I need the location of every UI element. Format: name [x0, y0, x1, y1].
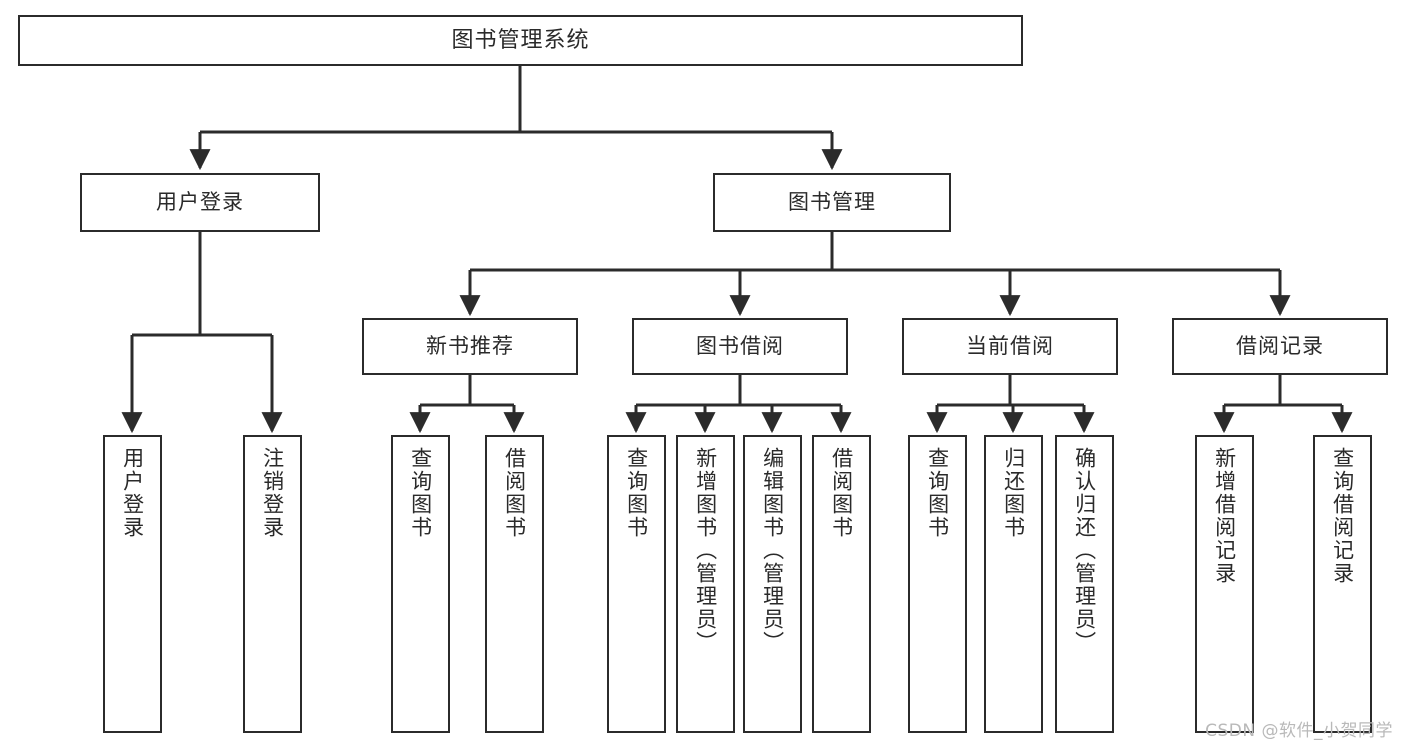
node-current-borrowing[interactable]: 当前借阅	[902, 318, 1118, 375]
node-label: 借阅图书	[502, 447, 527, 539]
node-label: 查询图书	[925, 447, 950, 539]
node-label: 归还图书	[1001, 447, 1026, 539]
leaf-query-book-2[interactable]: 查询图书	[607, 435, 666, 733]
leaf-query-book-3[interactable]: 查询图书	[908, 435, 967, 733]
node-label: 借阅记录	[1236, 334, 1324, 359]
leaf-add-borrow-record[interactable]: 新增借阅记录	[1195, 435, 1254, 733]
leaf-confirm-return[interactable]: 确认归还（管理员）	[1055, 435, 1114, 733]
node-book-management[interactable]: 图书管理	[713, 173, 951, 232]
node-user-login[interactable]: 用户登录	[80, 173, 320, 232]
node-book-borrowing[interactable]: 图书借阅	[632, 318, 848, 375]
node-label: 注销登录	[260, 447, 285, 539]
leaf-borrow-book-1[interactable]: 借阅图书	[485, 435, 544, 733]
node-label: 图书管理	[788, 190, 876, 215]
node-label: 新增图书（管理员）	[693, 447, 718, 654]
leaf-edit-book[interactable]: 编辑图书（管理员）	[743, 435, 802, 733]
leaf-borrow-book-2[interactable]: 借阅图书	[812, 435, 871, 733]
node-label: 查询图书	[624, 447, 649, 539]
leaf-user-login[interactable]: 用户登录	[103, 435, 162, 733]
leaf-return-book[interactable]: 归还图书	[984, 435, 1043, 733]
node-book-management-system[interactable]: 图书管理系统	[18, 15, 1023, 66]
node-label: 用户登录	[120, 447, 145, 539]
node-label: 编辑图书（管理员）	[760, 447, 785, 654]
node-label: 新增借阅记录	[1212, 447, 1237, 585]
node-label: 用户登录	[156, 190, 244, 215]
node-label: 查询借阅记录	[1330, 447, 1355, 585]
leaf-logout[interactable]: 注销登录	[243, 435, 302, 733]
node-borrowing-record[interactable]: 借阅记录	[1172, 318, 1388, 375]
node-label: 图书管理系统	[451, 27, 590, 53]
leaf-query-borrow-record[interactable]: 查询借阅记录	[1313, 435, 1372, 733]
node-label: 确认归还（管理员）	[1072, 447, 1097, 654]
leaf-add-book[interactable]: 新增图书（管理员）	[676, 435, 735, 733]
node-label: 当前借阅	[966, 334, 1054, 359]
node-label: 新书推荐	[426, 334, 514, 359]
node-label: 图书借阅	[696, 334, 784, 359]
node-label: 借阅图书	[829, 447, 854, 539]
csdn-watermark: CSDN @软件_小贺同学	[1205, 721, 1393, 741]
node-label: 查询图书	[408, 447, 433, 539]
node-new-book-recommendation[interactable]: 新书推荐	[362, 318, 578, 375]
leaf-query-book-1[interactable]: 查询图书	[391, 435, 450, 733]
